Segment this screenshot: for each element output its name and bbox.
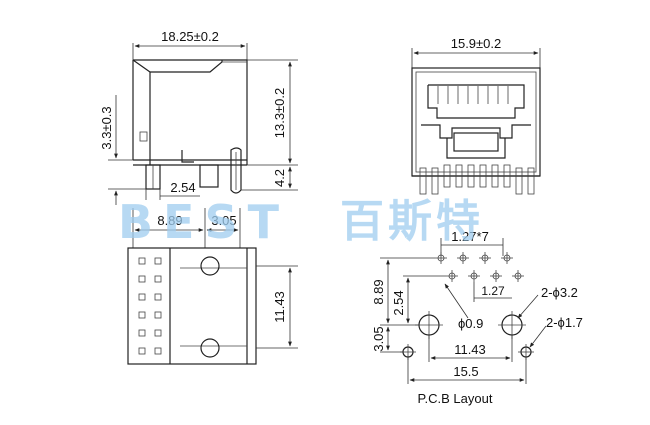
pcb-pitch-label: 1.27*7 [451, 229, 489, 244]
side-post-label: 2.54 [170, 180, 195, 195]
pcb-pin-hole-label: ϕ0.9 [458, 316, 483, 331]
pcb-row-pitch-label: 1.27 [481, 284, 505, 298]
pcb-small-hole-label: 2-ϕ1.7 [546, 315, 583, 330]
pcb-total-width-label: 15.5 [453, 364, 478, 379]
watermark-latin: BEST [118, 195, 289, 249]
pcb-layout: 1.27*7 1.27 ϕ0.9 2-ϕ3.2 2 [371, 229, 583, 406]
watermark: BEST 百斯特 [118, 195, 484, 249]
front-view: 15.9±0.2 [411, 36, 541, 195]
bottom-pitch-a-label: 8.89 [157, 213, 182, 228]
pcb-pin-holes [435, 252, 524, 282]
side-pin-label: 4.2 [272, 169, 287, 187]
contact-pins [437, 86, 509, 104]
watermark-chinese: 百斯特 [340, 196, 484, 247]
pcb-bottom-offset-label: 3.05 [371, 326, 386, 351]
bottom-view: 8.89 3.05 11.43 [127, 208, 298, 365]
side-offset-label: 3.3±0.3 [99, 106, 114, 149]
pcb-caption: P.C.B Layout [418, 391, 493, 406]
side-height-label: 13.3±0.2 [272, 88, 287, 139]
side-width-label: 18.25±0.2 [161, 29, 219, 44]
pcb-big-hole-label: 2-ϕ3.2 [541, 285, 578, 300]
pcb-row-offset-label: 8.89 [371, 279, 386, 304]
front-width-label: 15.9±0.2 [451, 36, 502, 51]
pcb-post-span-label: 11.43 [454, 342, 486, 357]
pcb-pin-offset-label: 2.54 [391, 290, 406, 315]
bottom-pitch-b-label: 3.05 [211, 213, 236, 228]
bottom-length-label: 11.43 [272, 291, 287, 323]
side-view: 18.25±0.2 13.3±0.2 4.2 3.3±0.3 [99, 29, 298, 205]
bottom-pin-column [138, 257, 162, 355]
front-fins [419, 164, 535, 195]
